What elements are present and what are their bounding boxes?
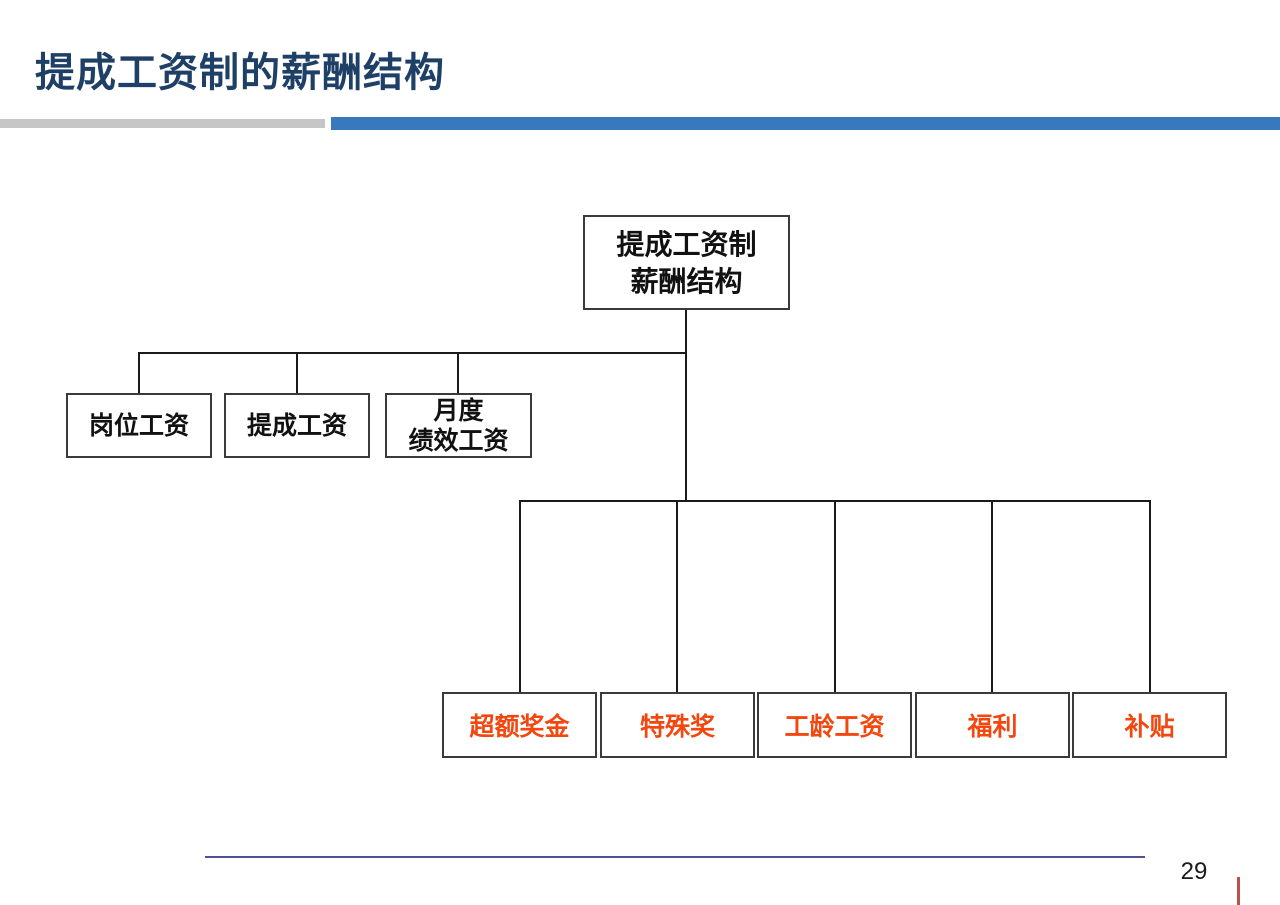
header-divider-gray-bar — [0, 119, 325, 128]
connector-drop-welfare — [991, 500, 993, 693]
connector-drop-monthly-performance — [457, 352, 459, 395]
node-special-award: 特殊奖 — [600, 692, 755, 758]
node-subsidy: 补贴 — [1072, 692, 1227, 758]
node-root-salary-structure: 提成工资制 薪酬结构 — [583, 215, 790, 310]
footer-red-tick — [1237, 877, 1240, 905]
footer-rule — [205, 856, 1145, 858]
connector-drop-subsidy — [1149, 500, 1151, 693]
node-commission-wage: 提成工资 — [224, 393, 370, 458]
connector-root-vertical — [685, 310, 687, 500]
page-number: 29 — [1180, 858, 1208, 885]
connector-drop-excess-bonus — [519, 500, 521, 693]
connector-drop-special-award — [676, 500, 678, 693]
node-excess-bonus: 超额奖金 — [442, 692, 597, 758]
node-welfare: 福利 — [915, 692, 1070, 758]
connector-drop-seniority-wage — [834, 500, 836, 693]
node-monthly-performance-wage: 月度 绩效工资 — [385, 393, 532, 458]
node-position-wage: 岗位工资 — [66, 393, 212, 458]
connector-drop-commission-wage — [296, 352, 298, 395]
node-seniority-wage: 工龄工资 — [757, 692, 912, 758]
connector-drop-position-wage — [138, 352, 140, 395]
connector-left-branch-horizontal — [138, 352, 687, 354]
page-title: 提成工资制的薪酬结构 — [35, 51, 445, 95]
header-divider-blue-bar — [331, 117, 1280, 130]
